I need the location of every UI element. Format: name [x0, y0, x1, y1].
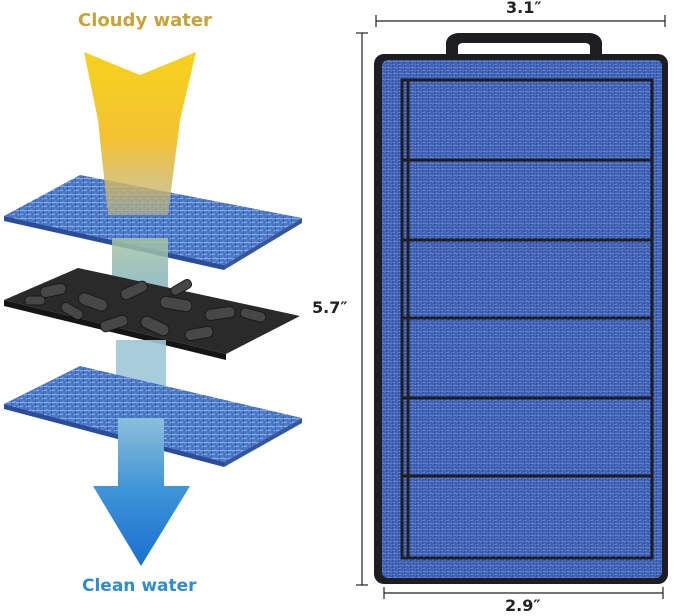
width-bottom-dimension: 2.9″	[505, 596, 541, 615]
carbon-layer	[4, 268, 300, 360]
cloudy-water-arrow	[84, 52, 196, 215]
filter-cartridge	[374, 33, 668, 584]
bottom-filter-pad	[4, 366, 302, 467]
cartridge-handle	[446, 33, 602, 58]
cartridge-grid	[400, 78, 654, 560]
height-dimension: 5.7″	[312, 298, 348, 317]
dimension-lines	[356, 15, 666, 599]
clean-water-label: Clean water	[82, 576, 197, 596]
cloudy-water-label: Cloudy water	[78, 10, 212, 31]
width-top-dimension: 3.1″	[506, 0, 542, 17]
clean-water-arrow	[93, 418, 190, 566]
